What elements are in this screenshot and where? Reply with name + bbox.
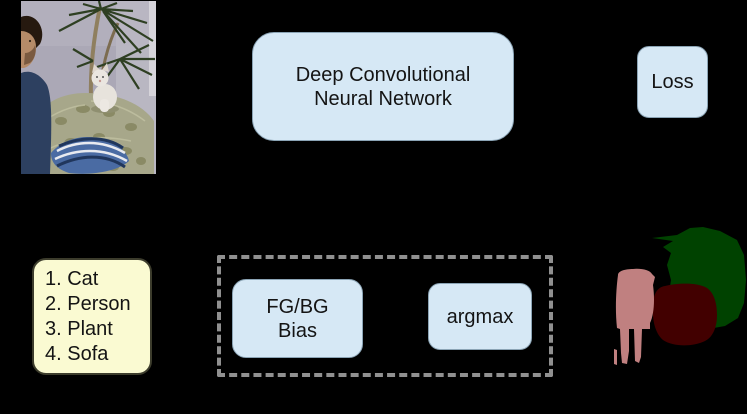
- input-photo: [21, 1, 156, 174]
- fgbg-bias-label-line1: FG/BG: [266, 295, 329, 318]
- class-item-person: 2. Person: [45, 293, 131, 315]
- cat-mask: [652, 283, 717, 346]
- photo-cat: [91, 63, 119, 113]
- person-mask-fragment: [614, 349, 617, 365]
- person-mask: [615, 268, 655, 364]
- dcnn-box: Deep Convolutional Neural Network: [252, 32, 514, 141]
- class-item-plant: 3. Plant: [45, 318, 113, 340]
- segmentation-output: [614, 227, 746, 365]
- dcnn-label-line1: Deep Convolutional: [295, 63, 471, 86]
- photo-person: [21, 15, 52, 174]
- inference-group-box: [217, 255, 553, 377]
- argmax-label: argmax: [446, 305, 514, 328]
- fgbg-bias-label-line2: Bias: [278, 319, 317, 342]
- dcnn-label-line2: Neural Network: [314, 87, 452, 110]
- class-list-box: 1. Cat 2. Person 3. Plant 4. Sofa: [32, 258, 152, 375]
- loss-label: Loss: [651, 71, 694, 93]
- class-item-sofa: 4. Sofa: [45, 343, 109, 365]
- photo-blanket: [51, 136, 129, 174]
- argmax-box: argmax: [428, 283, 532, 350]
- loss-box: Loss: [637, 46, 708, 118]
- fgbg-bias-box: FG/BG Bias: [232, 279, 363, 358]
- class-item-cat: 1. Cat: [45, 268, 99, 290]
